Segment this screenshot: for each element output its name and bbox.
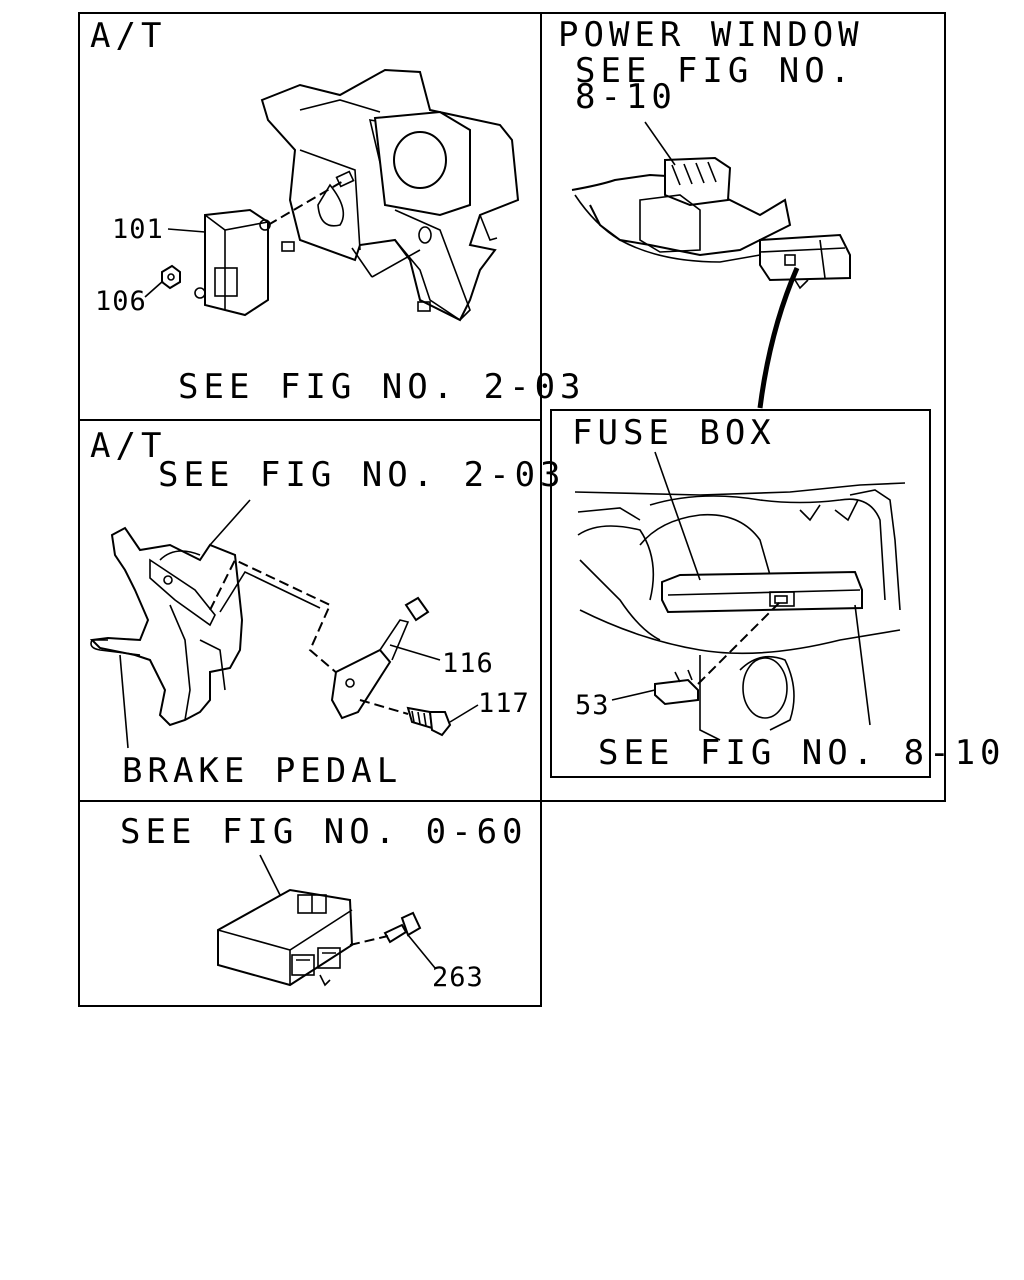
part-53-fuse (654, 669, 699, 706)
callout-106: 106 (95, 286, 147, 317)
callout-116: 116 (442, 648, 494, 679)
leader-power-window (644, 121, 676, 166)
leader-at-middle-ref (209, 499, 251, 546)
bottom-panel-frame (78, 800, 542, 1007)
leader-116 (389, 644, 441, 661)
panel-at-top-title: A/T (90, 16, 166, 56)
stud-left (281, 241, 295, 252)
callout-101: 101 (112, 214, 164, 245)
stud-upper (335, 170, 355, 188)
power-window-ref-line2: 8-10 (575, 77, 677, 117)
switch-dashed-path (209, 558, 346, 681)
panel-fuse-box: FUSE BOX 53 SEE FIG NO. (572, 413, 1006, 773)
leader-117 (449, 704, 479, 723)
power-window-switch-drawing (571, 156, 851, 290)
leader-101 (167, 228, 206, 233)
stud-dashed-line (267, 179, 346, 226)
stud-right (417, 301, 431, 312)
leader-fuse-ref (854, 604, 871, 726)
part-263-bolt (383, 911, 422, 944)
leader-see-fig (351, 247, 421, 278)
part-117-bolt (406, 706, 452, 737)
leader-module-ref (259, 854, 281, 896)
power-window-title: POWER WINDOW (558, 15, 864, 55)
leader-to-fuse-box (757, 267, 800, 409)
panel-at-middle-title: A/T (90, 426, 166, 466)
leader-53 (611, 689, 656, 701)
part-101-control-unit (194, 208, 271, 317)
panel-bottom-ref: SEE FIG NO. 0-60 (120, 812, 528, 852)
fuse-box-title: FUSE BOX (572, 413, 776, 453)
panel-bottom: SEE FIG NO. 0-60 263 (120, 812, 528, 993)
bolt-dashed-line (359, 699, 409, 715)
panel-frames (78, 12, 946, 1007)
panel-at-top-ref: SEE FIG NO. 2-03 (178, 367, 586, 407)
dashboard-drawing (574, 482, 906, 741)
brake-pedal-drawing (89, 526, 244, 727)
power-window-ref-line1: SEE FIG NO. (575, 51, 855, 91)
bolt-263-dashed-line (349, 935, 389, 946)
leader-brake-pedal (119, 654, 129, 749)
leader-fuse-box (654, 451, 701, 581)
panel-at-top: A/T (90, 16, 586, 407)
fuse-box-ref: SEE FIG NO. 8-10 (598, 733, 1006, 773)
brake-pedal-label: BRAKE PEDAL (122, 751, 402, 791)
panel-at-middle-ref: SEE FIG NO. 2-03 (158, 455, 566, 495)
part-116-stop-switch (330, 596, 430, 720)
leader-106 (144, 280, 164, 298)
control-module-drawing (217, 888, 354, 987)
panel-at-middle: A/T SEE FIG NO. 2-03 (89, 426, 566, 791)
outer-frame (78, 12, 946, 802)
part-106-nut (161, 264, 181, 290)
callout-263: 263 (432, 962, 484, 993)
callout-117: 117 (478, 688, 530, 719)
leader-263 (407, 934, 436, 969)
panel-power-window: POWER WINDOW SEE FIG NO. 8-10 (558, 15, 864, 409)
mount-bracket-drawing (260, 68, 520, 322)
fuse-dashed-line (697, 601, 781, 685)
wire-outline (219, 570, 321, 613)
fuse-box-inset-frame (550, 409, 931, 778)
callout-53: 53 (575, 690, 610, 721)
